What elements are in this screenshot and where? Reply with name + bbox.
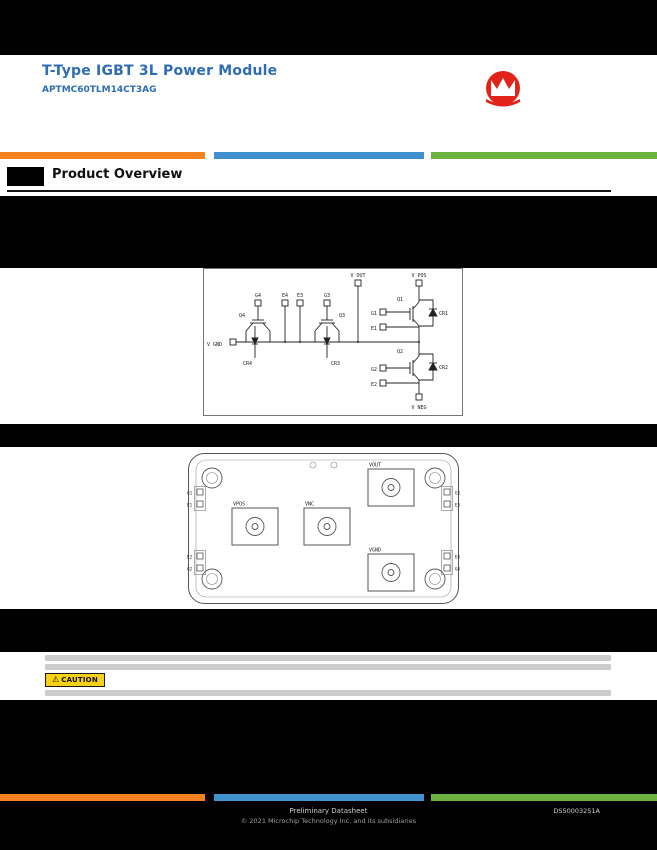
document-title: T-Type IGBT 3L Power Module xyxy=(42,63,278,79)
label-g4: G4 xyxy=(255,293,261,299)
text-line-placeholder xyxy=(45,690,611,696)
header-band: T-Type IGBT 3L Power Module APTMC60TLM14… xyxy=(0,55,657,196)
label-pin-left-2: E2 xyxy=(187,555,193,561)
warning-triangle-icon: ⚠ xyxy=(52,675,60,684)
microchip-logo xyxy=(482,68,524,110)
caution-label: CAUTION xyxy=(61,676,98,684)
label-vgnd: V GND xyxy=(207,342,222,348)
label-pin-right-1: E3 xyxy=(455,503,461,509)
footer-doc-number: DS50003251A xyxy=(553,807,600,815)
module-outline-figure: VOUT VPOS VNC VGND G1 E1 E2 G2 G3 E3 E4 … xyxy=(187,453,461,604)
label-terminal-vout: VOUT xyxy=(369,463,381,469)
label-g2: G2 xyxy=(371,367,377,373)
schematic-figure: V OUT V POS V GND V NEG G4 E4 E3 G3 Q4 Q… xyxy=(203,268,463,416)
label-q4: Q4 xyxy=(239,313,245,319)
dark-content-block-2 xyxy=(0,424,657,447)
section-heading: Product Overview xyxy=(52,167,183,182)
accent-bar-orange xyxy=(0,794,205,801)
accent-bar-blue xyxy=(214,794,424,801)
label-e4: E4 xyxy=(282,293,288,299)
label-cr4: CR4 xyxy=(243,361,252,367)
dark-content-block-4 xyxy=(0,700,657,794)
label-pin-left-3: G2 xyxy=(187,567,193,573)
label-q1: Q1 xyxy=(397,297,403,303)
accent-bar-blue xyxy=(214,152,424,159)
label-cr3: CR3 xyxy=(331,361,340,367)
label-vpos: V POS xyxy=(411,273,426,279)
label-vneg: V NEG xyxy=(411,405,426,411)
label-pin-right-3: G4 xyxy=(455,567,461,573)
heading-rule xyxy=(7,190,611,192)
module-band: VOUT VPOS VNC VGND G1 E1 E2 G2 G3 E3 E4 … xyxy=(0,447,657,609)
label-g3: G3 xyxy=(324,293,330,299)
schematic-band: V OUT V POS V GND V NEG G4 E4 E3 G3 Q4 Q… xyxy=(0,268,657,424)
caution-badge: ⚠ CAUTION xyxy=(45,673,105,687)
label-e1: E1 xyxy=(371,326,377,332)
text-line-placeholder xyxy=(45,664,611,670)
dark-content-block-3 xyxy=(0,609,657,652)
accent-bar-orange xyxy=(0,152,205,159)
label-terminal-vgnd: VGND xyxy=(369,548,381,554)
footer-datasheet-label: Preliminary Datasheet xyxy=(289,807,368,815)
text-line-placeholder xyxy=(45,655,611,661)
label-terminal-vnc: VNC xyxy=(305,502,314,508)
label-cr2: CR2 xyxy=(439,365,448,371)
accent-bar-green xyxy=(431,794,657,801)
label-q2: Q2 xyxy=(397,349,403,355)
accent-bars-top xyxy=(0,152,657,159)
label-g1: G1 xyxy=(371,311,377,317)
accent-bar-green xyxy=(431,152,657,159)
label-e2: E2 xyxy=(371,382,377,388)
label-vout: V OUT xyxy=(350,273,365,279)
label-pin-left-0: G1 xyxy=(187,491,193,497)
dark-content-block-1 xyxy=(0,196,657,268)
label-terminal-vpos: VPOS xyxy=(233,502,245,508)
section-index-box xyxy=(7,167,44,186)
accent-bars-bottom xyxy=(0,794,657,801)
part-number: APTMC60TLM14CT3AG xyxy=(42,85,157,95)
caution-band: ⚠ CAUTION xyxy=(0,652,657,700)
label-pin-right-2: E4 xyxy=(455,555,461,561)
label-e3: E3 xyxy=(297,293,303,299)
logo-m-icon xyxy=(486,71,520,107)
label-pin-left-1: E1 xyxy=(187,503,193,509)
label-cr1: CR1 xyxy=(439,311,448,317)
label-q3: Q3 xyxy=(339,313,345,319)
label-pin-right-0: G3 xyxy=(455,491,461,497)
footer-copyright: © 2021 Microchip Technology Inc. and its… xyxy=(240,817,417,825)
